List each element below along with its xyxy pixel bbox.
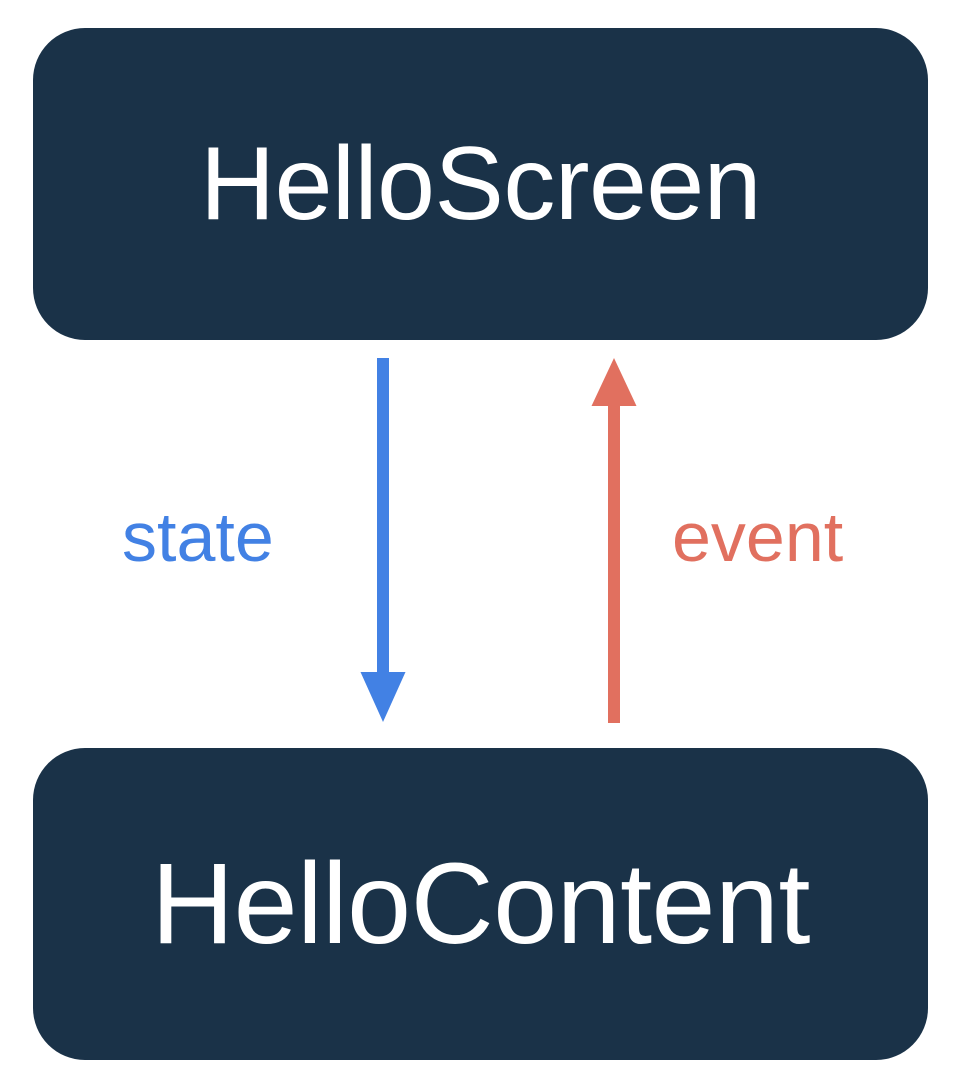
node-hello-content-label: HelloContent: [151, 839, 810, 968]
node-hello-screen[interactable]: HelloScreen: [33, 28, 928, 340]
edge-label-event: event: [672, 498, 844, 576]
node-hello-content[interactable]: HelloContent: [33, 748, 928, 1060]
node-hello-screen-label: HelloScreen: [199, 126, 762, 242]
edge-label-state: state: [122, 498, 274, 576]
event-arrow-up-icon: [591, 358, 637, 723]
state-arrow-down-icon: [360, 358, 406, 722]
